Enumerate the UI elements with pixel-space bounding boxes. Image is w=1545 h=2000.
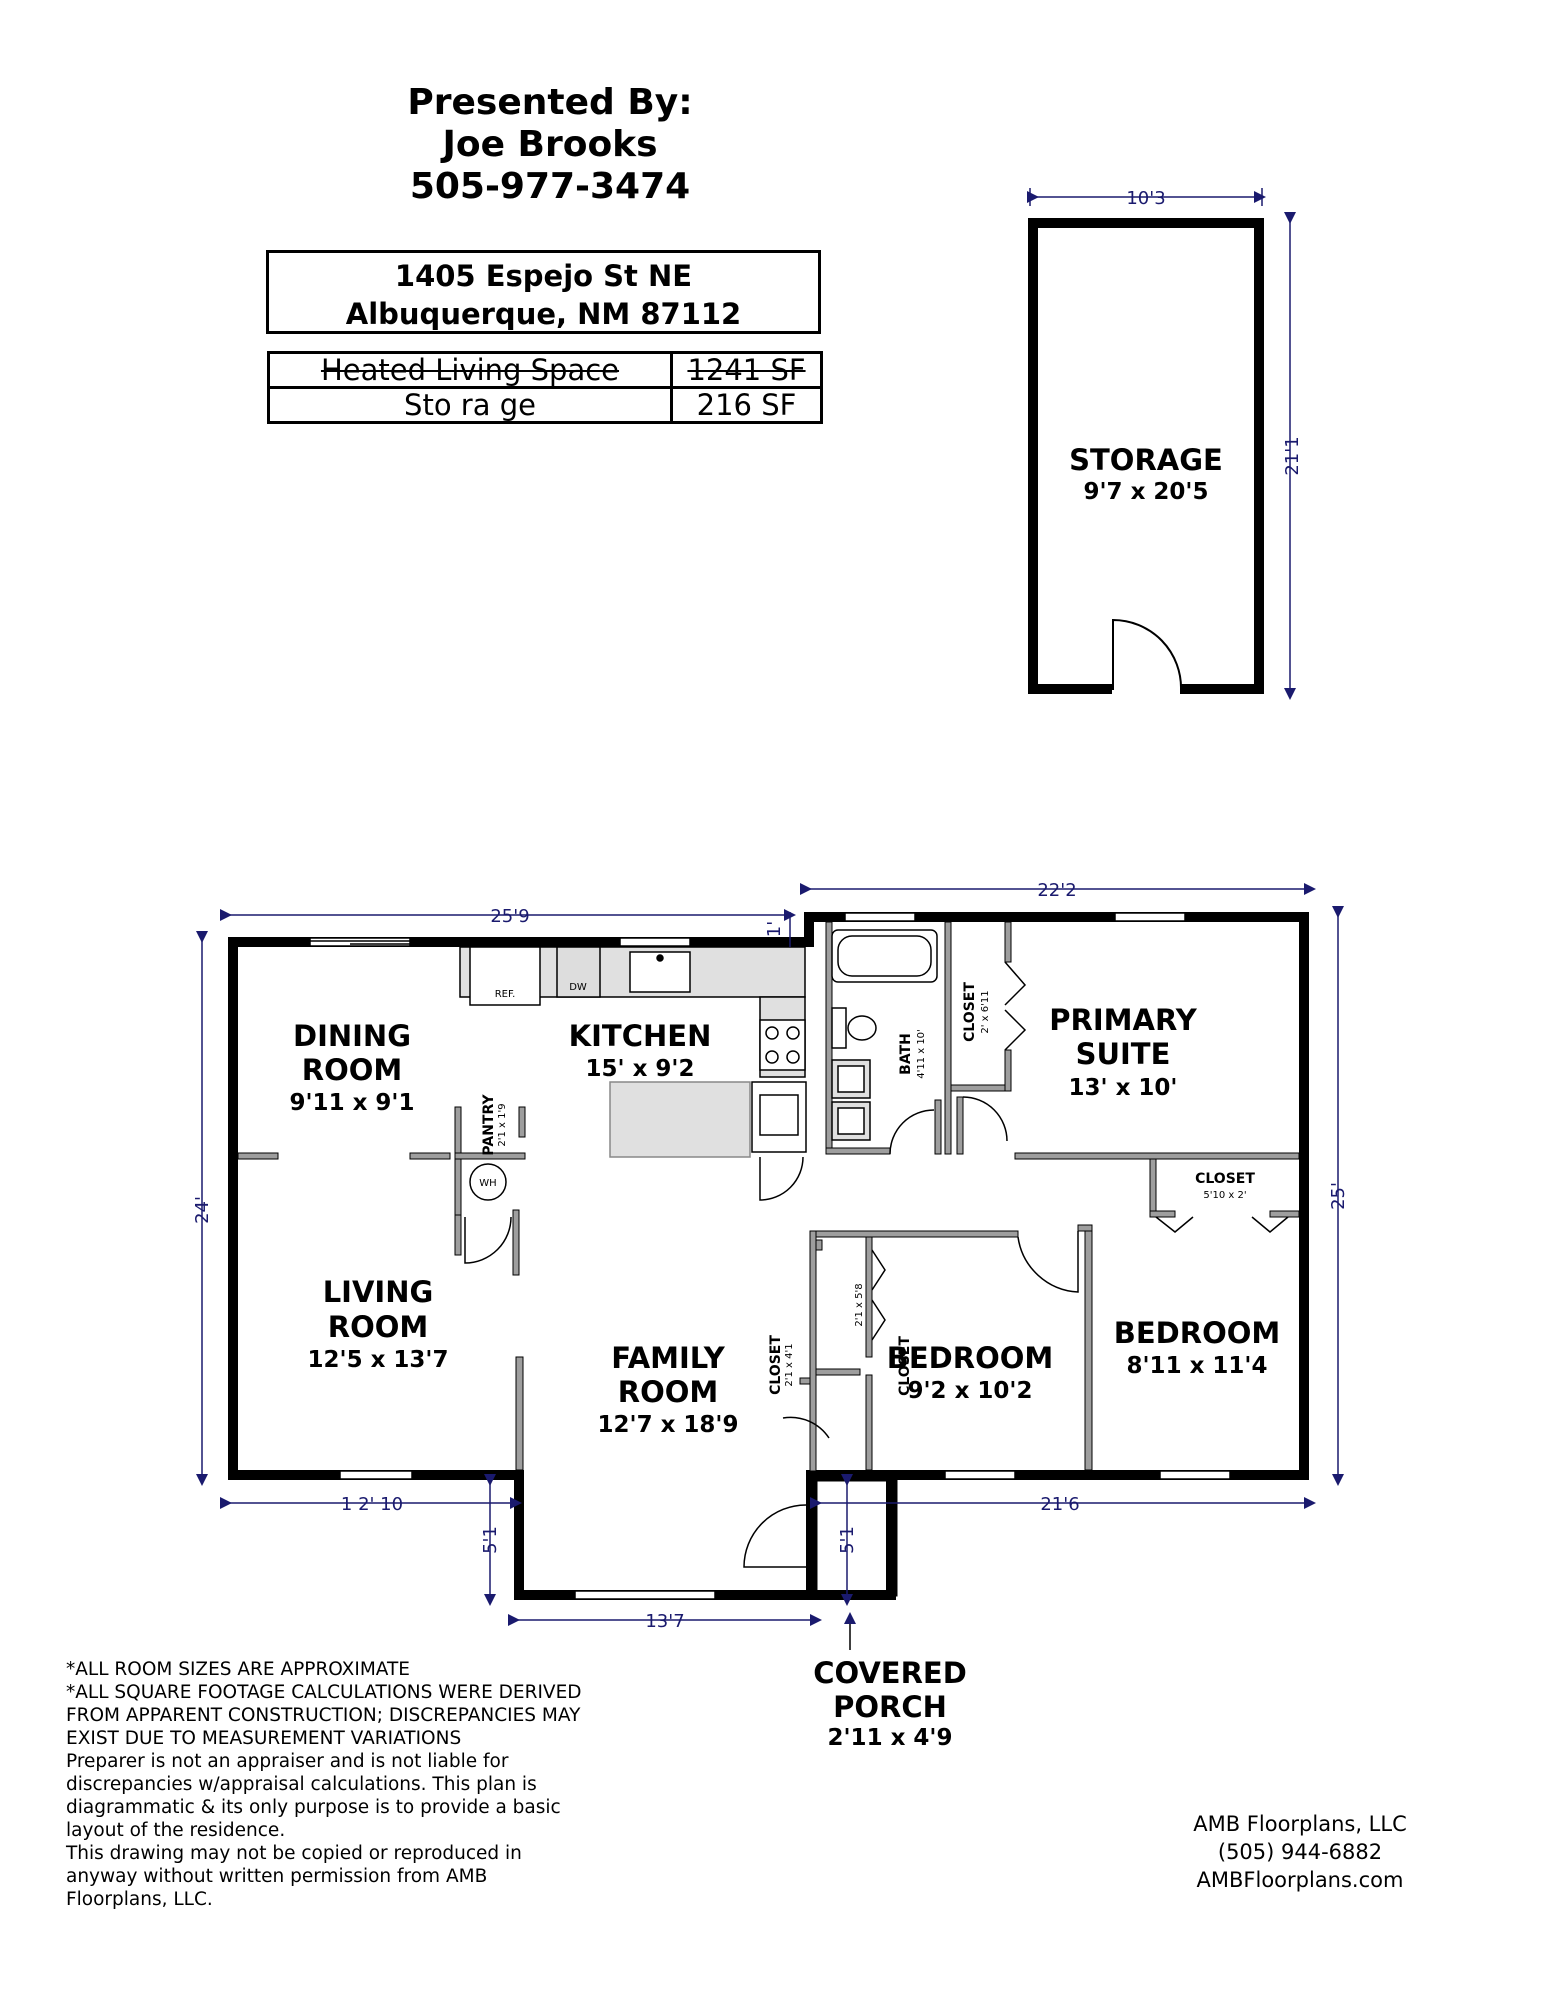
water-heater: WH bbox=[469, 1163, 507, 1201]
wall bbox=[806, 1470, 816, 1600]
closet-hall-label: CLOSET bbox=[1195, 1171, 1255, 1187]
dim-house-left: 24' bbox=[192, 1196, 213, 1224]
address-street: 1405 Espejo St NE bbox=[394, 259, 693, 293]
porch-outline bbox=[814, 1478, 898, 1600]
presented-by-label: Presented By: bbox=[407, 82, 693, 123]
wall bbox=[1299, 912, 1309, 1480]
small-labels: CLOSET 2' x 6'11 BATH 4'11 x 10' PANTRY … bbox=[481, 982, 1255, 1396]
pantry-size: 2'1 x 1'9 bbox=[497, 1103, 508, 1146]
company-web: AMBFloorplans.com bbox=[1196, 1868, 1404, 1892]
dim-bottom-left: 1 2' 10 bbox=[341, 1494, 403, 1515]
note-line: *ALL ROOM SIZES ARE APPROXIMATE bbox=[66, 1659, 410, 1680]
windows bbox=[309, 912, 1231, 1600]
closet-bed-label: CLOSET bbox=[897, 1336, 913, 1396]
bedroom3-size: 8'11 x 11'4 bbox=[1127, 1353, 1268, 1379]
dim-bottom-right: 21'6 bbox=[1040, 1494, 1079, 1515]
presented-by-block: Presented By: Joe Brooks 505-977-3474 bbox=[300, 82, 800, 208]
area-value: 216 SF bbox=[670, 386, 823, 424]
closet-primary-size: 2' x 6'11 bbox=[980, 990, 991, 1033]
dim-bump-width: 13'7 bbox=[645, 1611, 684, 1632]
sliding-door bbox=[300, 940, 420, 945]
living-name-1: LIVING bbox=[323, 1275, 434, 1309]
company-block: AMB Floorplans, LLC (505) 944-6882 AMBFl… bbox=[1150, 1810, 1450, 1894]
bedroom2-size: 9'2 x 10'2 bbox=[908, 1378, 1033, 1404]
kitchen-size: 15' x 9'2 bbox=[586, 1056, 695, 1082]
primary-name-1: PRIMARY bbox=[1049, 1003, 1197, 1037]
family-size: 12'7 x 18'9 bbox=[598, 1412, 739, 1438]
living-name-2: ROOM bbox=[328, 1310, 429, 1344]
kitchen-name: KITCHEN bbox=[569, 1019, 712, 1053]
company-name: AMB Floorplans, LLC bbox=[1193, 1812, 1407, 1836]
storage-size: 9'7 x 20'5 bbox=[1084, 479, 1209, 505]
pantry-label: PANTRY bbox=[481, 1094, 497, 1156]
company-phone: (505) 944-6882 bbox=[1217, 1840, 1383, 1864]
room-labels: DINING ROOM 9'11 x 9'1 KITCHEN 15' x 9'2… bbox=[290, 1003, 1281, 1751]
storage-building: STORAGE 9'7 x 20'5 bbox=[1028, 218, 1264, 694]
dim-storage-depth: 21'1 bbox=[1282, 436, 1303, 475]
interior-walls bbox=[237, 921, 1300, 1472]
disclaimer-notes: *ALL ROOM SIZES ARE APPROXIMATE *ALL SQU… bbox=[66, 1658, 586, 1911]
dim-offset-top: 1' bbox=[764, 921, 785, 937]
wh-label: WH bbox=[479, 1178, 496, 1189]
dimension-lines bbox=[196, 188, 1344, 1650]
storage-door-swing bbox=[1112, 618, 1183, 691]
wall bbox=[514, 1470, 524, 1600]
wall bbox=[228, 937, 238, 1480]
note-line: *ALL SQUARE FOOTAGE CALCULATIONS WERE DE… bbox=[66, 1682, 582, 1749]
wall bbox=[806, 1470, 1309, 1480]
dim-bump-left: 5'1 bbox=[480, 1526, 501, 1554]
note-line: Preparer is not an appraiser and is not … bbox=[66, 1751, 561, 1841]
closet-hall-size: 5'10 x 2' bbox=[1203, 1190, 1246, 1201]
agent-phone: 505-977-3474 bbox=[409, 166, 691, 207]
bath-fixtures bbox=[831, 929, 938, 1141]
closet-family-label: CLOSET bbox=[768, 1335, 784, 1395]
area-label: Sto ra ge bbox=[267, 386, 673, 424]
storage-name: STORAGE bbox=[1069, 443, 1223, 477]
storage-door-gap bbox=[1112, 680, 1180, 694]
wall bbox=[804, 912, 1309, 922]
dim-house-right: 25' bbox=[1328, 1182, 1349, 1210]
dim-house-top-right: 22'2 bbox=[1037, 880, 1076, 901]
area-value: 1241 SF bbox=[670, 351, 823, 389]
primary-name-2: SUITE bbox=[1076, 1037, 1171, 1071]
wall bbox=[804, 912, 814, 947]
area-table: Heated Living Space 1241 SF Sto ra ge 21… bbox=[267, 351, 823, 424]
bath-size: 4'11 x 10' bbox=[916, 1029, 927, 1079]
dining-name-2: ROOM bbox=[302, 1053, 403, 1087]
closet-bed-size: 2'1 x 5'8 bbox=[854, 1283, 865, 1326]
dimension-labels: 10'3 21'1 25'9 22'2 1' 24' 25' 1 2' 10 2… bbox=[192, 188, 1349, 1632]
dim-bump-right: 5'1 bbox=[837, 1526, 858, 1554]
family-name-1: FAMILY bbox=[611, 1341, 726, 1375]
bath-label: BATH bbox=[898, 1033, 914, 1075]
porch-name-1: COVERED bbox=[813, 1656, 967, 1690]
wall bbox=[228, 937, 810, 947]
closet-primary-label: CLOSET bbox=[962, 982, 978, 1042]
living-size: 12'5 x 13'7 bbox=[308, 1347, 449, 1373]
address-city: Albuquerque, NM 87112 bbox=[345, 297, 742, 331]
note-line: This drawing may not be copied or reprod… bbox=[66, 1843, 522, 1910]
dining-name-1: DINING bbox=[293, 1019, 411, 1053]
door-swings bbox=[464, 961, 1289, 1568]
primary-size: 13' x 10' bbox=[1069, 1075, 1178, 1101]
area-label: Heated Living Space bbox=[267, 351, 673, 389]
table-row: Sto ra ge 216 SF bbox=[267, 386, 823, 424]
address-box: 1405 Espejo St NE Albuquerque, NM 87112 bbox=[266, 250, 821, 334]
ref-label: REF. bbox=[495, 989, 516, 1000]
dim-house-top-left: 25'9 bbox=[490, 906, 529, 927]
porch-size: 2'11 x 4'9 bbox=[828, 1725, 953, 1751]
family-name-2: ROOM bbox=[618, 1375, 719, 1409]
dining-size: 9'11 x 9'1 bbox=[290, 1090, 415, 1116]
bedroom3-name: BEDROOM bbox=[1114, 1316, 1280, 1350]
agent-name: Joe Brooks bbox=[442, 124, 658, 165]
kitchen-counters bbox=[459, 946, 807, 1158]
table-row: Heated Living Space 1241 SF bbox=[267, 351, 823, 389]
dw-label: DW bbox=[569, 982, 587, 993]
bedroom2-name: BEDROOM bbox=[887, 1341, 1053, 1375]
porch-name-2: PORCH bbox=[833, 1690, 947, 1724]
dim-storage-width: 10'3 bbox=[1126, 188, 1165, 209]
closet-family-size: 2'1 x 4'1 bbox=[784, 1343, 795, 1386]
